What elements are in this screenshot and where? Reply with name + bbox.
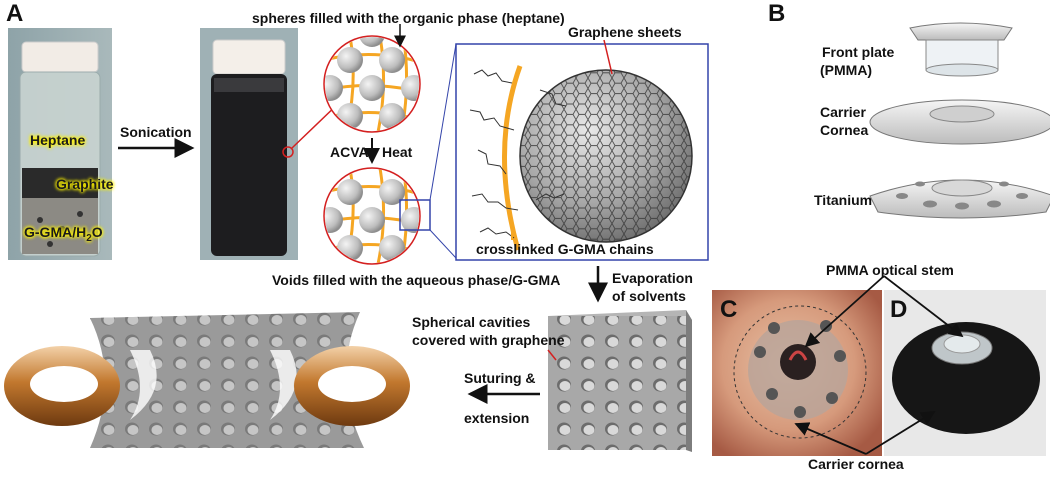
carrier-label-2: Cornea	[820, 122, 868, 138]
suture-ring-right	[294, 346, 410, 426]
panel-label-a: A	[6, 0, 23, 28]
acva-label: ACVA	[330, 144, 369, 160]
spheres-caption: spheres filled with the organic phase (h…	[252, 10, 565, 26]
suturing-label-2: extension	[464, 410, 529, 426]
titanium-ring	[870, 180, 1050, 218]
device-photo	[884, 290, 1046, 456]
suturing-label-1: Suturing &	[464, 370, 536, 386]
front-plate-label-1: Front plate	[822, 44, 894, 60]
evaporation-label-1: Evaporation	[612, 270, 693, 286]
carrier-cornea-disc	[870, 100, 1050, 144]
crosslinked-label: crosslinked G-GMA chains	[476, 241, 654, 257]
heptane-label: Heptane	[30, 132, 85, 148]
eye-photo	[712, 290, 882, 456]
carrier-cornea-photo-label: Carrier cornea	[808, 456, 904, 472]
titanium-label: Titanium	[814, 192, 872, 208]
zoom-line-top	[430, 44, 456, 200]
evaporation-label-2: of solvents	[612, 288, 686, 304]
heat-label: Heat	[382, 144, 412, 160]
cavities-label-2: covered with graphene	[412, 332, 564, 348]
panel-label-d: D	[890, 296, 907, 324]
front-plate-pmma	[910, 23, 1012, 76]
vial-photo-after	[200, 28, 298, 260]
carrier-label-1: Carrier	[820, 104, 866, 120]
ggma-water-label: G-GMA/H2O	[24, 224, 103, 244]
zoom-line-bottom	[430, 230, 456, 258]
graphene-sheets-label: Graphene sheets	[568, 24, 682, 40]
suture-ring-left	[4, 346, 120, 426]
front-plate-label-2: (PMMA)	[820, 62, 872, 78]
graphene-ball	[520, 70, 692, 242]
voids-caption: Voids filled with the aqueous phase/G-GM…	[272, 272, 560, 288]
pmma-stem-label: PMMA optical stem	[826, 262, 954, 278]
panel-label-b: B	[768, 0, 785, 28]
graphite-label: Graphite	[56, 176, 114, 192]
sonication-label: Sonication	[120, 124, 192, 140]
porous-graphene-sheet	[548, 310, 692, 452]
panel-label-c: C	[720, 296, 737, 324]
cavities-label-1: Spherical cavities	[412, 314, 530, 330]
